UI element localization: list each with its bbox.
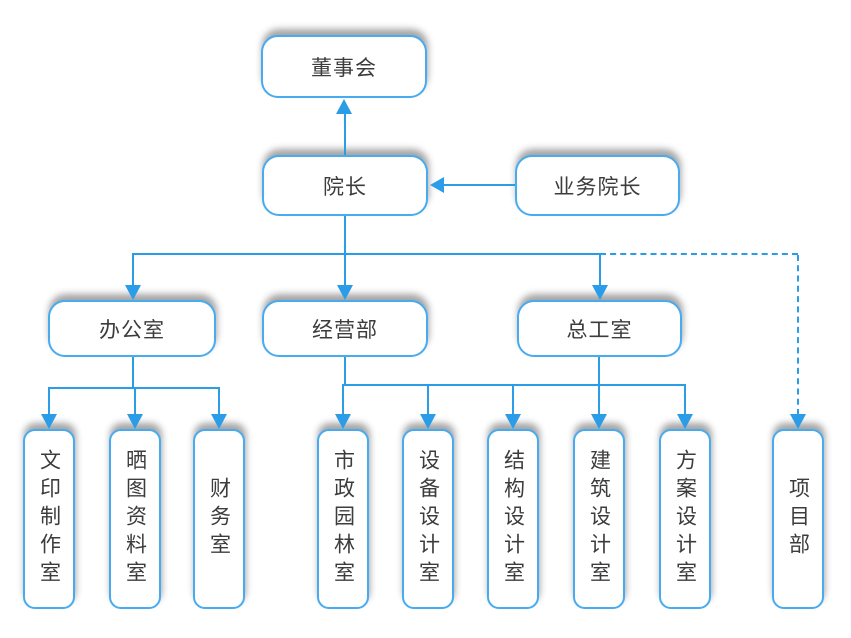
edge-chief-down-line	[598, 357, 600, 385]
node-project-dept: 项目部	[772, 429, 824, 609]
edge-scheme-design-arrow-down-icon	[677, 414, 693, 429]
node-municipal-garden-room-label: 市政园林室	[331, 449, 356, 589]
edge-structure-design-line	[512, 386, 514, 415]
node-dean: 院长	[262, 155, 428, 216]
node-chief-engineer-label: 总工室	[566, 317, 633, 342]
node-structure-design-room: 结构设计室	[487, 429, 539, 609]
edge-dean-down-line	[344, 216, 346, 255]
design-bus-line	[342, 384, 686, 386]
node-blueprint-room: 晒图资料室	[109, 429, 161, 609]
edge-operations-down-line	[344, 357, 346, 385]
edge-architecture-design-arrow-down-icon	[591, 414, 607, 429]
edge-chief-arrow-down-icon	[592, 285, 608, 300]
edge-office-arrow-down-icon	[125, 285, 141, 300]
node-blueprint-room-label: 晒图资料室	[123, 449, 148, 589]
edge-equipment-design-arrow-down-icon	[420, 414, 436, 429]
node-structure-design-room-label: 结构设计室	[501, 449, 526, 589]
edge-bizdean-dean-arrow-left-icon	[430, 177, 444, 193]
node-finance-room: 财务室	[193, 429, 245, 609]
node-office: 办公室	[48, 300, 216, 357]
edge-blueprint-room-line	[134, 389, 136, 415]
edge-equipment-design-line	[427, 386, 429, 415]
edge-office-down-line	[132, 357, 134, 388]
edge-print-room-arrow-down-icon	[41, 414, 57, 429]
node-business-dean: 业务院长	[515, 155, 680, 216]
edge-chief-drop-line	[599, 255, 601, 286]
edge-office-drop-line	[132, 255, 134, 286]
edge-dean-board-arrow-up-icon	[336, 99, 352, 114]
node-municipal-garden-room: 市政园林室	[317, 429, 369, 609]
node-equipment-design-room-label: 设备设计室	[416, 449, 441, 589]
node-operations-label: 经营部	[312, 317, 378, 342]
edge-scheme-design-line	[684, 386, 686, 415]
node-board: 董事会	[261, 35, 427, 98]
node-chief-engineer: 总工室	[517, 300, 682, 357]
node-print-room-label: 文印制作室	[37, 449, 62, 589]
node-scheme-design-room: 方案设计室	[659, 429, 711, 609]
edge-blueprint-room-arrow-down-icon	[127, 414, 143, 429]
node-equipment-design-room: 设备设计室	[402, 429, 454, 609]
edge-operations-arrow-down-icon	[337, 285, 353, 300]
edge-finance-room-line	[218, 389, 220, 415]
edge-project-arrow-down-icon	[790, 414, 806, 429]
edge-structure-design-arrow-down-icon	[505, 414, 521, 429]
node-architecture-design-room: 建筑设计室	[573, 429, 625, 609]
top-bus-line	[132, 253, 600, 255]
node-operations: 经营部	[262, 300, 428, 357]
node-architecture-design-room-label: 建筑设计室	[587, 449, 612, 589]
node-scheme-design-room-label: 方案设计室	[673, 449, 698, 589]
edge-operations-drop-line	[344, 255, 346, 286]
node-office-label: 办公室	[99, 317, 165, 342]
edge-bizdean-dean-line	[443, 184, 515, 186]
edge-architecture-design-line	[598, 386, 600, 415]
node-print-room: 文印制作室	[23, 429, 75, 609]
top-bus-dashed-line	[600, 253, 798, 255]
edge-municipal-garden-arrow-down-icon	[335, 414, 351, 429]
edge-dean-board-line	[344, 112, 346, 155]
edge-finance-room-arrow-down-icon	[211, 414, 227, 429]
edge-municipal-garden-line	[342, 386, 344, 415]
edge-print-room-line	[48, 389, 50, 415]
office-bus-line	[48, 387, 220, 389]
edge-project-dashed-line	[797, 255, 799, 415]
node-business-dean-label: 业务院长	[553, 174, 642, 199]
node-finance-room-label: 财务室	[207, 477, 232, 561]
node-board-label: 董事会	[311, 55, 377, 80]
node-project-dept-label: 项目部	[786, 477, 811, 561]
node-dean-label: 院长	[323, 174, 367, 199]
